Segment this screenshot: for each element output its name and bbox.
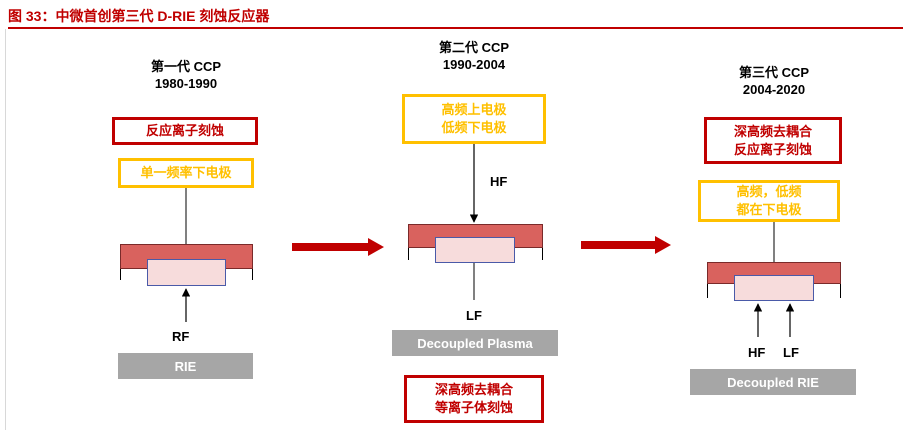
gen3-decoupled-rie-text: Decoupled RIE xyxy=(727,374,819,390)
gen1-rie-text: 反应离子刻蚀 xyxy=(145,123,224,138)
gen3-title-name: 第三代 CCP xyxy=(738,65,810,80)
gen1-rie-label-text: RIE xyxy=(174,358,197,374)
gen3-etch-box: 深高频去耦合 反应离子刻蚀 xyxy=(704,117,842,164)
gen3-hf-label: HF xyxy=(748,345,766,360)
gen1-rie-label: RIE xyxy=(118,353,253,379)
gen1-electrode-text: 单一频率下电极 xyxy=(140,165,232,180)
gen2-lf-label: LF xyxy=(466,308,482,323)
gen2-decoupled-plasma-text: Decoupled Plasma xyxy=(417,335,533,351)
transition-arrow-1 xyxy=(292,238,384,256)
gen1-rie-box: 反应离子刻蚀 xyxy=(112,117,258,145)
gen3-etch-text-1: 深高频去耦合 xyxy=(733,123,812,139)
gen2-etch-box: 深高频去耦合 等离子体刻蚀 xyxy=(404,375,544,423)
gen1-title-years: 1980-1990 xyxy=(154,76,218,91)
figure-title: 图 33：中微首创第三代 D-RIE 刻蚀反应器 xyxy=(8,8,270,24)
gen1-title-name: 第一代 CCP xyxy=(150,59,222,74)
gen2-electrode-text-2: 低频下电极 xyxy=(441,120,507,135)
gen3-etch-text-2: 反应离子刻蚀 xyxy=(733,141,812,157)
title-divider xyxy=(8,27,903,29)
gen1-electrode-box: 单一频率下电极 xyxy=(118,158,254,188)
gen2-electrode-box: 高频上电极 低频下电极 xyxy=(402,94,546,144)
gen2-title-years: 1990-2004 xyxy=(442,57,506,72)
gen3-lf-label: LF xyxy=(783,345,799,360)
left-border xyxy=(5,29,6,430)
gen2-etch-text-1: 深高频去耦合 xyxy=(434,382,513,397)
gen2-decoupled-plasma-label: Decoupled Plasma xyxy=(392,330,558,356)
gen2-title-name: 第二代 CCP xyxy=(438,40,510,55)
transition-arrow-2 xyxy=(581,236,671,254)
gen3-electrode-box: 高频，低频 都在下电极 xyxy=(698,180,840,222)
gen1-rf-label: RF xyxy=(172,329,190,344)
gen1-wafer xyxy=(147,259,226,286)
gen3-decoupled-rie-label: Decoupled RIE xyxy=(690,369,856,395)
gen2-electrode-text-1: 高频上电极 xyxy=(441,102,507,117)
gen2-title: 第二代 CCP 1990-2004 xyxy=(414,39,534,73)
gen3-title-years: 2004-2020 xyxy=(742,82,806,97)
gen2-wafer xyxy=(435,237,515,263)
gen3-electrode-text-1: 高频，低频 xyxy=(736,184,802,199)
gen2-hf-label: HF xyxy=(490,174,508,189)
gen2-etch-text-2: 等离子体刻蚀 xyxy=(434,400,513,415)
gen3-electrode-text-2: 都在下电极 xyxy=(736,202,802,217)
gen3-title: 第三代 CCP 2004-2020 xyxy=(714,64,834,98)
gen1-title: 第一代 CCP 1980-1990 xyxy=(126,58,246,92)
gen3-wafer xyxy=(734,275,814,301)
